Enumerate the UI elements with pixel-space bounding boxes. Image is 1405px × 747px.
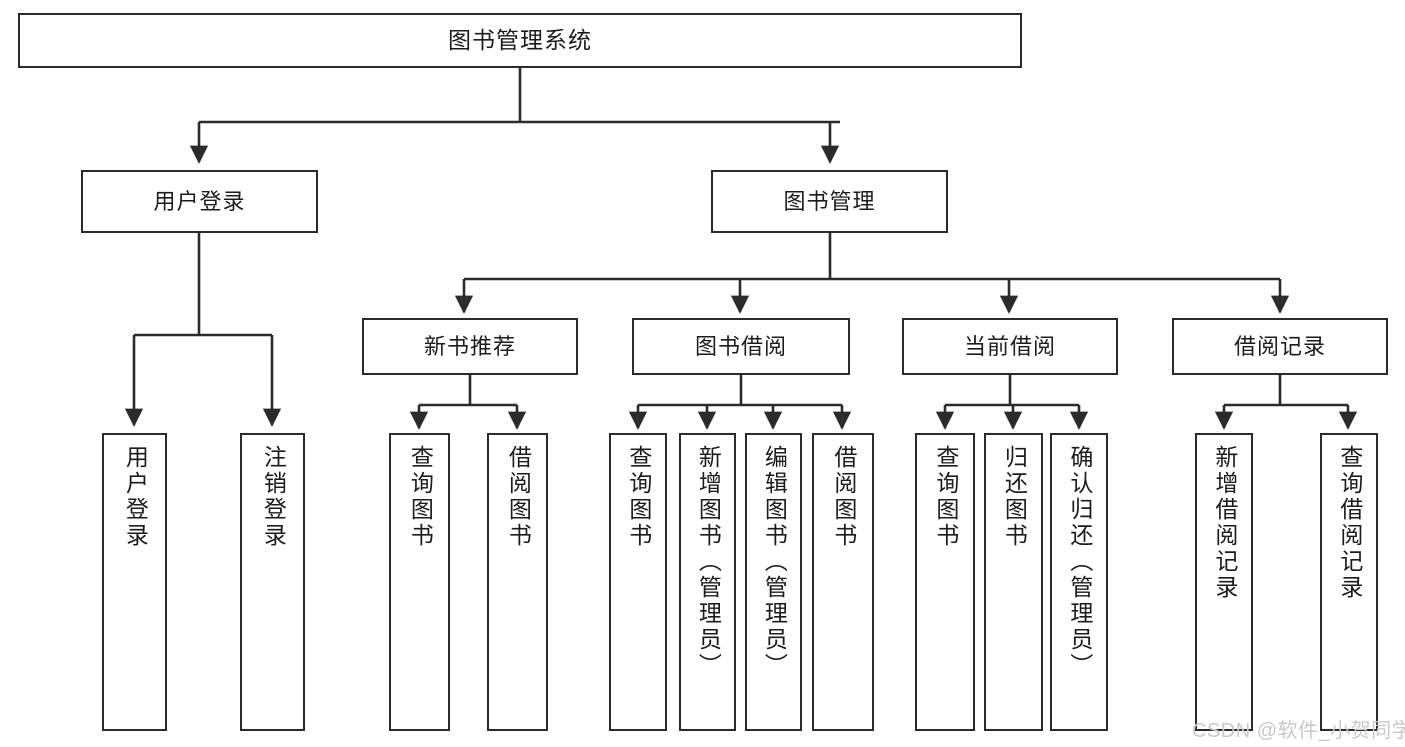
node-current-borrow[interactable]: 当前借阅 [902, 318, 1118, 375]
node-leaf-return-book[interactable]: 归还图书 [984, 433, 1043, 731]
node-leaf-edit-book[interactable]: 编辑图书（管理员） [745, 433, 802, 731]
node-leaf-confirm-return[interactable]: 确认归还（管理员） [1050, 433, 1108, 731]
node-borrow-record[interactable]: 借阅记录 [1172, 318, 1388, 375]
node-label: 新增图书（管理员） [695, 445, 722, 679]
node-label: 图书管理 [783, 188, 876, 214]
node-label: 查询图书 [932, 445, 959, 549]
node-label: 图书借阅 [694, 333, 787, 359]
node-label: 归还图书 [1001, 445, 1028, 549]
node-leaf-borrow-book-1[interactable]: 借阅图书 [487, 433, 548, 731]
node-label: 用户登录 [122, 445, 149, 549]
node-label: 新书推荐 [423, 333, 516, 359]
node-leaf-query-book-3[interactable]: 查询图书 [915, 433, 975, 731]
node-leaf-query-borrow-record[interactable]: 查询借阅记录 [1320, 433, 1378, 731]
node-label: 确认归还（管理员） [1066, 445, 1093, 679]
node-label: 查询图书 [625, 445, 652, 549]
node-label: 借阅图书 [830, 445, 857, 549]
node-label: 借阅记录 [1233, 333, 1326, 359]
node-user-login[interactable]: 用户登录 [81, 170, 318, 233]
node-root-book-management-system[interactable]: 图书管理系统 [18, 13, 1022, 68]
node-label: 当前借阅 [963, 333, 1056, 359]
node-leaf-add-borrow-record[interactable]: 新增借阅记录 [1195, 433, 1253, 731]
node-leaf-logout-login[interactable]: 注销登录 [240, 433, 305, 731]
node-label: 图书管理系统 [448, 26, 592, 53]
node-leaf-query-book-2[interactable]: 查询图书 [609, 433, 667, 731]
node-label: 新增借阅记录 [1211, 445, 1238, 601]
node-book-borrow[interactable]: 图书借阅 [632, 318, 850, 375]
node-label: 借阅图书 [505, 445, 532, 549]
node-label: 编辑图书（管理员） [761, 445, 788, 679]
node-book-management[interactable]: 图书管理 [711, 170, 948, 233]
csdn-watermark: CSDN @软件_小贺同学 [1192, 720, 1405, 742]
node-leaf-user-login[interactable]: 用户登录 [102, 433, 167, 731]
node-leaf-add-book[interactable]: 新增图书（管理员） [679, 433, 736, 731]
node-leaf-query-book-1[interactable]: 查询图书 [389, 433, 450, 731]
node-label: 用户登录 [153, 188, 246, 214]
node-new-book-recommend[interactable]: 新书推荐 [362, 318, 578, 375]
node-leaf-borrow-book-2[interactable]: 借阅图书 [812, 433, 874, 731]
node-label: 查询借阅记录 [1336, 445, 1363, 601]
node-label: 查询图书 [407, 445, 434, 549]
node-label: 注销登录 [260, 445, 287, 549]
